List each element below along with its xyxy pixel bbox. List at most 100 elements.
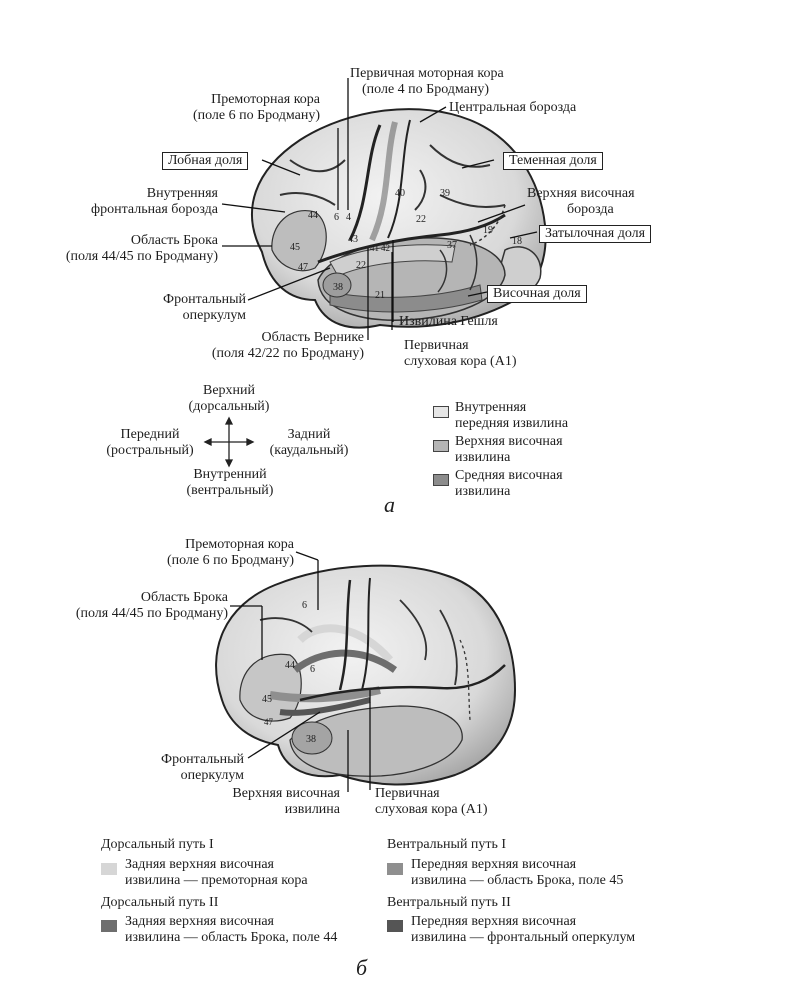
label-superior-temporal-b: Верхняя височная извилина [232,786,340,818]
area-label-47: 47 [298,262,308,273]
label-broca-a-line2: (поля 44/45 по Бродману) [65,249,218,264]
area-b-label-6b: 6 [310,664,315,675]
label-superior-temporal-sulcus: Верхняя височная борозда [527,186,635,218]
area-label-40: 40 [395,188,405,199]
label-inner-frontal-sulcus: Внутренняя фронтальная борозда [91,186,218,218]
orientation-right-line1: Задний [287,427,331,442]
legend-a-swatch-3 [433,474,449,486]
legend-b-item-3: Задняя верхняя височная извилина — облас… [125,914,337,946]
label-broca-a: Область Брока (поля 44/45 по Бродману) [66,233,218,265]
label-occipital-lobe: Затылочная доля [539,225,652,243]
label-central-sulcus: Центральная борозда [449,100,577,115]
label-frontal-lobe: Лобная доля [162,152,249,170]
area-b-label-6: 6 [302,600,307,611]
label-frontal-operculum-b-line2: оперкулум [180,768,244,783]
legend-a-item-1-line1: Внутренняя [455,400,527,415]
orientation-cross [203,416,255,468]
area-label-21: 21 [375,290,385,301]
label-superior-temporal-b-line1: Верхняя височная [232,786,340,801]
label-primary-motor: Первичная моторная кора (поле 4 по Бродм… [350,66,504,98]
legend-b-title-2: Вентральный путь I [387,837,507,852]
label-broca-a-line1: Область Брока [130,233,218,248]
label-broca-b-line2: (поля 44/45 по Бродману) [75,606,228,621]
label-frontal-operculum-a-line1: Фронтальный [163,292,246,307]
label-frontal-operculum-b: Фронтальный оперкулум [161,752,244,784]
legend-b-item-4-line1: Передняя верхняя височная [411,914,577,929]
label-primary-auditory-b: Первичная слуховая кора (A1) [375,786,488,818]
label-wernicke-line1: Область Вернике [261,330,364,345]
label-primary-auditory-b-line1: Первичная [375,786,440,801]
label-superior-temporal-b-line2: извилина [284,802,340,817]
area-label-22b: 22 [356,260,366,271]
label-frontal-operculum-a-line2: оперкулум [182,308,246,323]
label-sts-line2: борозда [567,202,614,217]
legend-a-item-2: Верхняя височная извилина [455,434,563,466]
legend-b-item-3-line1: Задняя верхняя височная [125,914,274,929]
legend-b-item-3-line2: извилина — область Брока, поле 44 [125,930,338,945]
orientation-left-line2: (ростральный) [106,443,194,458]
area-label-6: 6 [334,212,339,223]
area-label-37: 37 [447,240,457,251]
legend-b-swatch-2 [387,863,403,875]
area-label-4: 4 [346,212,351,223]
orientation-up: Верхний (дорсальный) [179,383,279,415]
label-primary-auditory-a-line2: слуховая кора (A1) [404,354,517,369]
leader-lines-b [230,551,371,792]
label-inner-frontal-sulcus-line2: фронтальная борозда [91,202,218,217]
label-premotor-a-line2: (поле 6 по Бродману) [192,108,320,123]
label-broca-b-line1: Область Брока [140,590,228,605]
brain-b-illustration [215,564,517,786]
orientation-down: Внутренний (вентральный) [170,467,290,499]
area-label-45: 45 [290,242,300,253]
legend-b-swatch-3 [101,920,117,932]
label-parietal-lobe: Теменная доля [503,152,603,170]
label-premotor-a-line1: Премоторная кора [211,92,320,107]
label-primary-motor-line2: (поле 4 по Бродману) [362,82,490,97]
label-primary-auditory-a-line1: Первичная [404,338,469,353]
legend-b-item-4: Передняя верхняя височная извилина — фро… [411,914,635,946]
legend-a-item-3-line1: Средняя височная [455,468,563,483]
label-primary-auditory-b-line2: слуховая кора (A1) [375,802,488,817]
legend-b-item-4-line2: извилина — фронтальный оперкулум [411,930,636,945]
legend-a-item-2-line1: Верхняя височная [455,434,563,449]
legend-b-item-1: Задняя верхняя височная извилина — премо… [125,857,308,889]
orientation-up-line1: Верхний [202,383,256,398]
legend-b-item-2-line1: Передняя верхняя височная [411,857,577,872]
label-premotor-b: Премоторная кора (поле 6 по Бродману) [167,537,294,569]
legend-a-item-2-line2: извилина [455,450,511,465]
legend-a-item-3: Средняя височная извилина [455,468,563,500]
label-primary-auditory-a: Первичная слуховая кора (A1) [404,338,517,370]
legend-a-item-1-line2: передняя извилина [455,416,569,431]
orientation-down-line2: (вентральный) [186,483,274,498]
label-primary-motor-line1: Первичная моторная кора [350,66,504,81]
area-label-42: 42 [381,243,390,253]
legend-b-swatch-4 [387,920,403,932]
label-frontal-operculum-a: Фронтальный оперкулум [163,292,246,324]
orientation-down-line1: Внутренний [193,467,267,482]
area-label-43: 43 [348,234,358,245]
legend-b-item-2-line2: извилина — область Брока, поле 45 [411,873,624,888]
legend-a-item-3-line2: извилина [455,484,511,499]
area-label-19: 19 [483,225,493,236]
legend-b-item-1-line2: извилина — премоторная кора [125,873,308,888]
panel-label-a: а [384,492,395,517]
leader-lines-a [221,78,538,340]
label-premotor-b-line2: (поле 6 по Бродману) [166,553,294,568]
area-label-41: 41 [370,243,379,253]
legend-a-swatch-2 [433,440,449,452]
label-inner-frontal-sulcus-line1: Внутренняя [146,186,218,201]
brain-a-illustration [250,108,547,329]
orientation-left: Передний (ростральный) [95,427,205,459]
area-label-38: 38 [333,282,343,293]
area-b-label-45: 45 [262,694,272,705]
area-label-44: 44 [308,210,318,221]
legend-b-item-2: Передняя верхняя височная извилина — обл… [411,857,623,889]
area-label-39: 39 [440,188,450,199]
label-premotor-a: Премоторная кора (поле 6 по Бродману) [193,92,320,124]
area-label-18: 18 [512,236,522,247]
legend-b-title-4: Вентральный путь II [387,895,511,910]
area-b-label-38: 38 [306,734,316,745]
area-b-label-47: 47 [264,717,273,727]
legend-b-swatch-1 [101,863,117,875]
